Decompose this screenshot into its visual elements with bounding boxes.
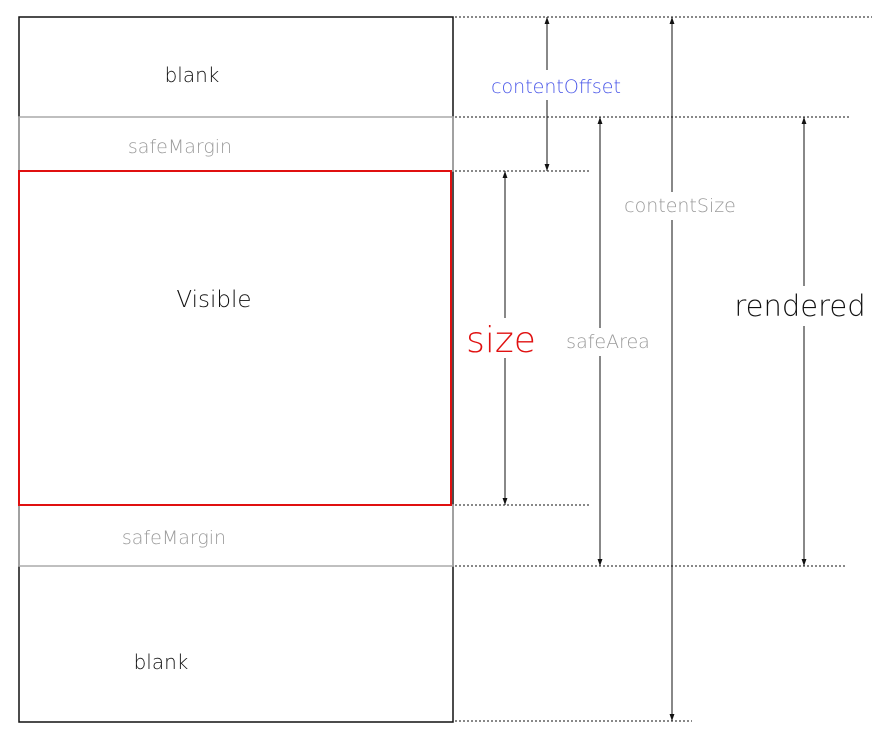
content-size-label: contentSize	[624, 195, 736, 217]
content-offset-label: contentOffset	[491, 76, 621, 98]
rendered-label-bg	[722, 286, 878, 326]
blank-bottom-label: blank	[134, 650, 189, 674]
content-offset-label-bg	[478, 70, 634, 100]
guide-lines	[455, 16, 872, 722]
safe-margin-bottom-label: safeMargin	[122, 527, 226, 549]
blank-top-label: blank	[165, 63, 220, 87]
safe-margin-bottom-band	[18, 504, 454, 567]
safe-margin-top-band	[18, 116, 454, 172]
visible-region	[18, 170, 452, 506]
safe-area-label-bg	[556, 328, 662, 356]
content-size-label-bg	[612, 192, 748, 220]
content-box	[18, 16, 454, 723]
size-label: size	[466, 320, 536, 361]
visible-label: Visible	[176, 287, 251, 313]
safe-area-label: safeArea	[566, 331, 650, 353]
safe-margin-top-label: safeMargin	[128, 136, 232, 158]
size-label-bg	[462, 318, 546, 358]
rendered-label: rendered	[734, 289, 865, 323]
